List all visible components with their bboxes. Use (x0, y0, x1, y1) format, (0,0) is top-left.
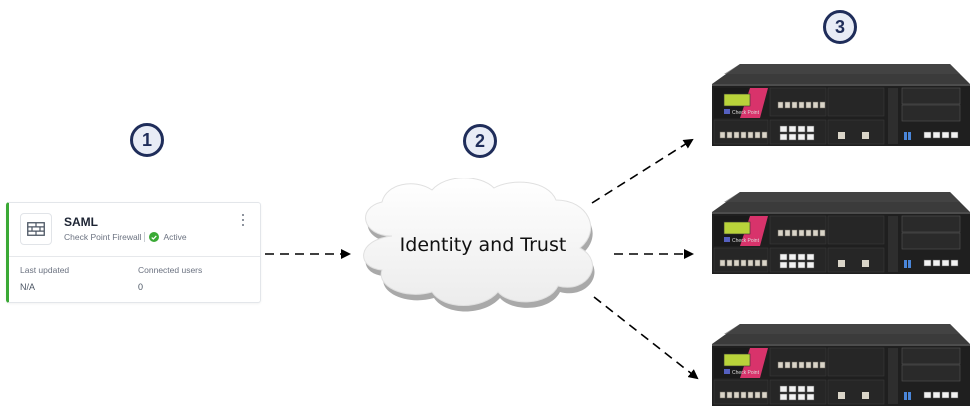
step-number: 3 (834, 16, 845, 37)
arrow-cloud-to-device-1 (591, 138, 694, 204)
step-badge-1: 1 (130, 123, 164, 157)
status-text: Active (163, 232, 187, 242)
divider (144, 232, 146, 242)
svg-text:Check Point: Check Point (732, 238, 760, 244)
step-badge-2: 2 (463, 124, 497, 158)
cloud-shape (363, 177, 595, 312)
card-title: SAML (64, 215, 98, 229)
kebab-menu-icon[interactable] (240, 214, 246, 226)
last-updated-label: Last updated (20, 265, 70, 275)
step-number: 1 (141, 129, 152, 150)
security-gateway-device-2: Check Point (710, 190, 972, 276)
step-badge-3: 3 (823, 10, 857, 44)
connected-users-value: 0 (138, 282, 144, 292)
step-number: 2 (474, 130, 485, 151)
card-header: SAML Check Point Firewall Active (9, 203, 260, 257)
svg-text:Check Point: Check Point (732, 110, 760, 116)
identity-trust-cloud: Identity and Trust (352, 177, 614, 318)
identity-provider-card[interactable]: SAML Check Point Firewall Active Last up… (6, 202, 261, 303)
provider-name: Check Point Firewall (64, 232, 142, 242)
security-gateway-device-3: Check Point (710, 322, 972, 408)
connected-users-label: Connected users (138, 265, 203, 275)
svg-text:Check Point: Check Point (732, 370, 760, 376)
last-updated-value: N/A (20, 282, 36, 292)
check-circle-icon (149, 232, 160, 242)
security-gateway-device-1: Check Point (710, 62, 972, 148)
card-subtitle: Check Point Firewall Active (64, 232, 187, 242)
firewall-brick-icon (20, 213, 52, 245)
cloud-label: Identity and Trust (399, 234, 567, 256)
arrow-cloud-to-device-3 (593, 296, 699, 380)
